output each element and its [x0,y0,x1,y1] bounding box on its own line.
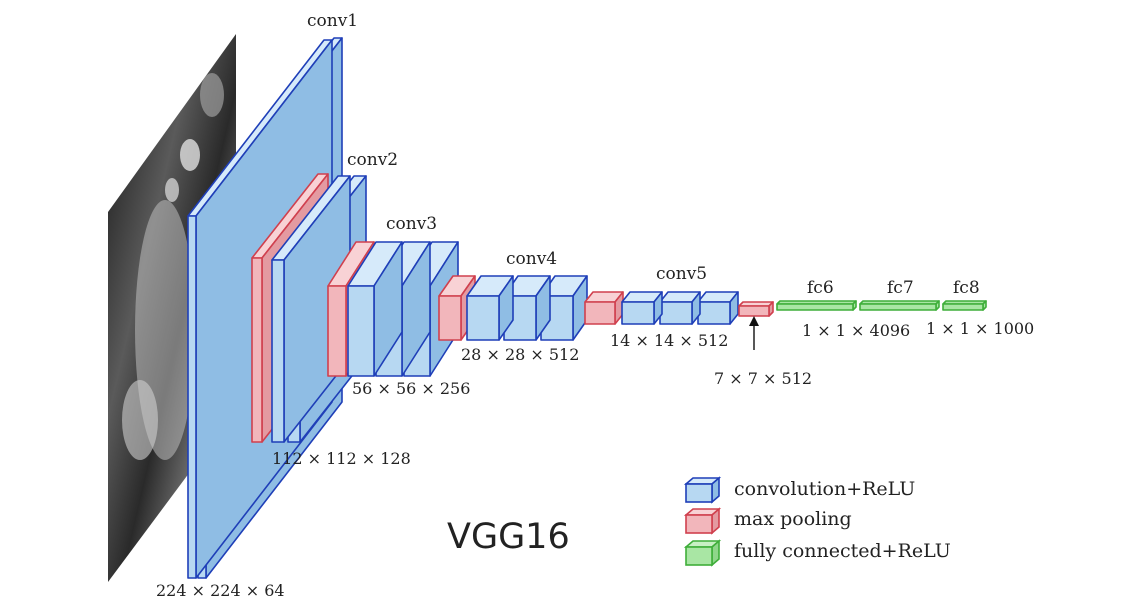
dim-conv4-label: 28 × 28 × 512 [461,345,579,364]
dim-conv1-label: 224 × 224 × 64 [156,581,285,600]
fc6-label: fc6 [807,278,834,298]
legend-pool-label: max pooling [734,508,852,530]
legend-pool-swatch [683,507,722,535]
dim-conv3-label: 56 × 56 × 256 [352,379,470,398]
dim-fc67-label: 1 × 1 × 4096 [802,321,910,340]
conv3-label: conv3 [386,214,437,234]
conv3-layer-a [347,241,403,377]
conv5-label: conv5 [656,264,707,284]
legend-fc-label: fully connected+ReLU [734,540,951,562]
conv5-layer-b [659,291,701,325]
legend: convolution+ReLU max pooling fully conne… [683,476,951,567]
legend-conv-label: convolution+ReLU [734,478,915,500]
pool5-layer [738,301,774,317]
conv1-label: conv1 [307,11,358,31]
fc6-layer [776,300,857,311]
conv5-layer-a [621,291,663,325]
conv4-layer-a [466,275,514,341]
pool5-arrow [749,316,759,350]
fc8-label: fc8 [953,278,980,298]
diagram-title: VGG16 [447,517,570,557]
dim-conv5-label: 14 × 14 × 512 [610,331,728,350]
conv4-layer-b [503,275,551,341]
fc7-label: fc7 [887,278,914,298]
legend-conv-swatch [683,476,722,504]
fc8-layer [942,300,987,311]
pool4-layer [584,291,624,325]
legend-fc-swatch [683,539,722,567]
conv4-label: conv4 [506,249,557,269]
conv5-layer-c [697,291,739,325]
conv2-label: conv2 [347,150,398,170]
fc7-layer [859,300,940,311]
dim-conv2-label: 112 × 112 × 128 [272,449,411,468]
dim-pool5-label: 7 × 7 × 512 [714,369,812,388]
dim-fc8-label: 1 × 1 × 1000 [926,319,1034,338]
